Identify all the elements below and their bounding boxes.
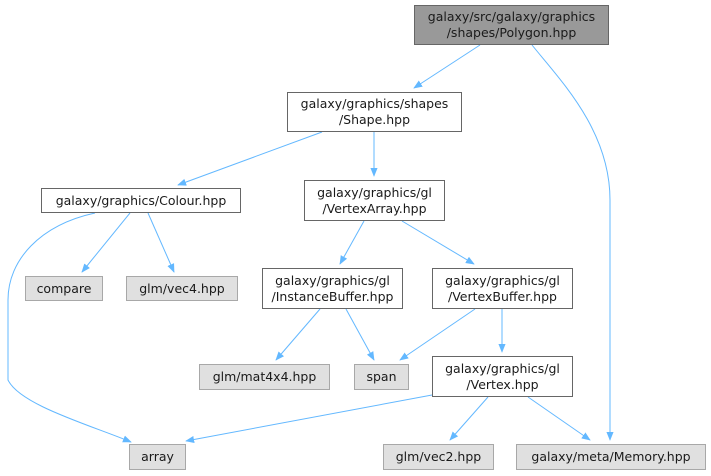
edge-vertex-array [185, 394, 433, 444]
node-label: galaxy/graphics/gl [317, 184, 432, 200]
edge-vertexarray-instance [339, 220, 365, 265]
edge-polygon-memory [531, 44, 614, 441]
edge-vertexarray-vbuffer [401, 220, 475, 265]
node-colour-hpp[interactable]: galaxy/graphics/Colour.hpp [41, 188, 241, 213]
node-label: galaxy/graphics/gl [445, 272, 560, 288]
node-label: array [141, 449, 174, 464]
node-label: galaxy/meta/Memory.hpp [531, 449, 691, 464]
node-label: galaxy/graphics/shapes [300, 96, 449, 111]
node-label: /InstanceBuffer.hpp [271, 288, 394, 304]
edge-colour-array [7, 212, 132, 443]
node-shape-hpp[interactable]: galaxy/graphics/shapes /Shape.hpp [287, 92, 462, 132]
node-label: /Vertex.hpp [466, 376, 539, 392]
node-array[interactable]: array [129, 444, 186, 470]
edge-shape-colour [177, 131, 323, 186]
edge-colour-vec4 [147, 212, 175, 273]
node-glm-mat4x4-hpp[interactable]: glm/mat4x4.hpp [199, 364, 330, 390]
node-label: /VertexBuffer.hpp [448, 288, 557, 304]
node-label: glm/vec4.hpp [139, 280, 225, 296]
node-label: /VertexArray.hpp [322, 200, 427, 216]
node-label: galaxy/graphics/gl [275, 272, 390, 288]
edge-instance-span [345, 308, 375, 361]
edge-vbuffer-span [399, 308, 476, 361]
node-glm-vec4-hpp[interactable]: glm/vec4.hpp [126, 276, 238, 301]
node-label: compare [36, 280, 92, 296]
edge-vertex-vec2 [449, 396, 489, 441]
node-glm-vec2-hpp[interactable]: glm/vec2.hpp [383, 444, 494, 470]
node-label: galaxy/graphics/gl [445, 360, 560, 376]
edge-vertex-memory [527, 396, 591, 441]
edge-polygon-shape [413, 44, 481, 89]
node-vertexbuffer-hpp[interactable]: galaxy/graphics/gl /VertexBuffer.hpp [432, 268, 573, 309]
edge-colour-compare [81, 212, 131, 273]
node-polygon-hpp[interactable]: galaxy/src/galaxy/graphics /shapes/Polyg… [414, 5, 609, 45]
node-memory-hpp[interactable]: galaxy/meta/Memory.hpp [516, 444, 706, 470]
node-label: glm/vec2.hpp [395, 449, 482, 464]
node-vertex-hpp[interactable]: galaxy/graphics/gl /Vertex.hpp [432, 356, 573, 397]
node-label: glm/mat4x4.hpp [212, 369, 317, 384]
node-label: /Shape.hpp [338, 112, 411, 127]
edge-instance-mat4x4 [275, 308, 321, 361]
node-label: span [366, 369, 397, 384]
node-span[interactable]: span [354, 364, 409, 390]
node-vertexarray-hpp[interactable]: galaxy/graphics/gl /VertexArray.hpp [304, 180, 445, 221]
node-instancebuffer-hpp[interactable]: galaxy/graphics/gl /InstanceBuffer.hpp [262, 268, 403, 309]
node-label: galaxy/graphics/Colour.hpp [55, 192, 227, 208]
node-label: galaxy/src/galaxy/graphics [427, 9, 596, 24]
node-label: /shapes/Polygon.hpp [446, 25, 577, 40]
node-compare[interactable]: compare [25, 276, 103, 301]
